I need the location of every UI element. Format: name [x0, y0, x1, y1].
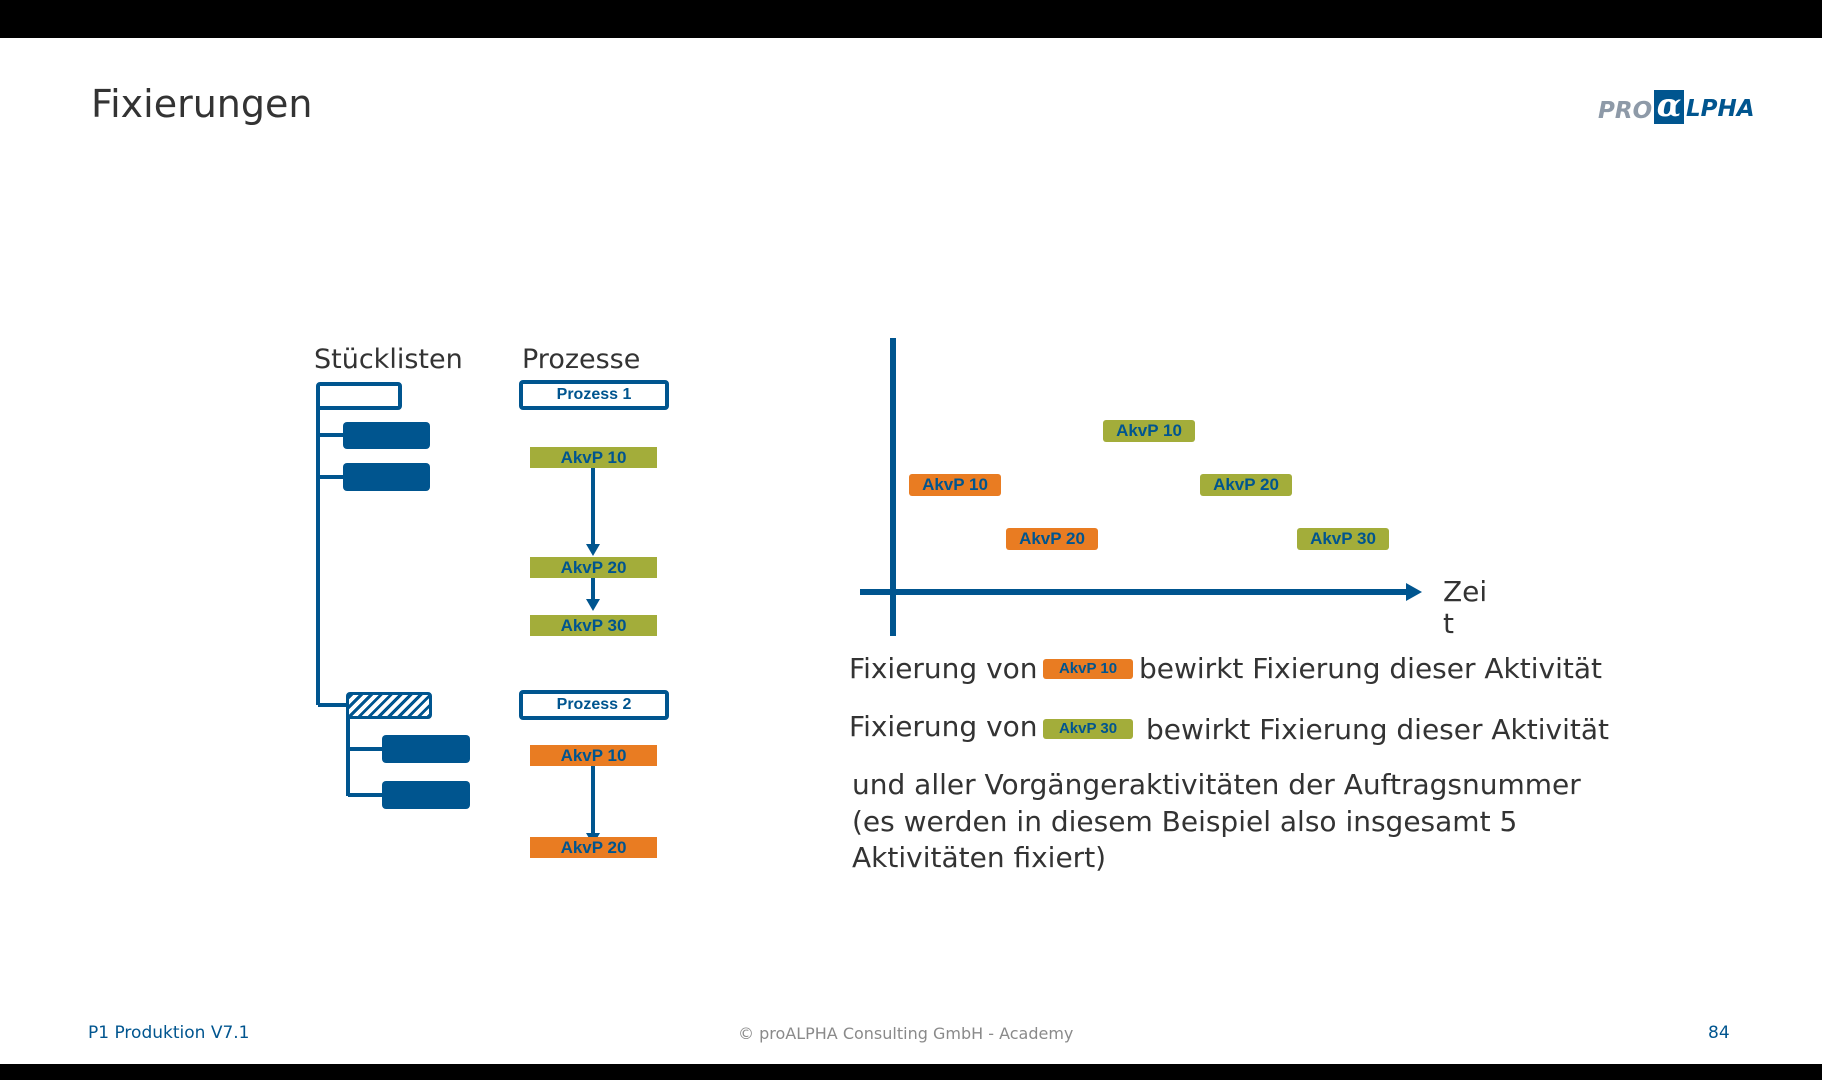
process2-activity-tag: AkvP 20 [530, 837, 657, 858]
explanation-tag-akvp10: AkvP 10 [1043, 659, 1133, 679]
explanation-line2-prefix: Fixierung von [849, 710, 1038, 743]
explanation-line1-prefix: Fixierung von [849, 652, 1038, 685]
timeline-axis-label-line2: t [1443, 607, 1454, 640]
timeline-activity-tag: AkvP 10 [909, 474, 1001, 496]
explanation-line4: (es werden in diesem Beispiel also insge… [852, 805, 1518, 838]
bom-component-node [382, 735, 470, 763]
page-title: Fixierungen [91, 82, 313, 126]
process2-box: Prozess 2 [519, 690, 669, 720]
process1-box: Prozess 1 [519, 380, 669, 410]
explanation-tag-akvp30: AkvP 30 [1043, 719, 1133, 739]
bom-component-node [382, 781, 470, 809]
footer-course-label: P1 Produktion V7.1 [88, 1023, 250, 1043]
process1-activity-tag: AkvP 20 [530, 557, 657, 578]
timeline-axis-label: Zei t [1443, 576, 1487, 640]
explanation-line2-suffix: bewirkt Fixierung dieser Aktivität [1146, 713, 1609, 746]
process1-activity-tag: AkvP 10 [530, 447, 657, 468]
explanation-line3: und aller Vorgängeraktivitäten der Auftr… [852, 768, 1581, 801]
prozesse-heading: Prozesse [522, 344, 641, 375]
logo-pha-text: LPHA [1686, 96, 1755, 122]
logo-alpha-icon: α [1654, 89, 1684, 124]
bom-component-node [343, 422, 430, 449]
timeline-activity-tag: AkvP 20 [1006, 528, 1098, 550]
explanation-line1-suffix: bewirkt Fixierung dieser Aktivität [1139, 652, 1602, 685]
page-number: 84 [1708, 1023, 1730, 1043]
bom-component-node [343, 463, 430, 491]
bom-tree-connectors [316, 338, 1422, 845]
process2-activity-tag: AkvP 10 [530, 745, 657, 766]
timeline-axis-label-line1: Zei [1443, 575, 1488, 608]
timeline-activity-tag: AkvP 10 [1103, 420, 1195, 442]
timeline-activity-tag: AkvP 20 [1200, 474, 1292, 496]
logo-pro-text: PRO [1598, 98, 1653, 124]
bom-assembly-node-hatched [346, 692, 432, 719]
arrow-head-icon [586, 599, 600, 611]
arrow-head-icon [586, 544, 600, 556]
footer-copyright: © proALPHA Consulting GmbH - Academy [738, 1024, 1074, 1043]
explanation-line5: Aktivitäten fixiert) [852, 841, 1107, 874]
slide: Fixierungen PRO α LPHA Stücklisten Proze… [0, 38, 1822, 1064]
timeline-arrow-head-icon [1406, 583, 1422, 601]
proalpha-logo: PRO α LPHA [1598, 89, 1755, 130]
process1-activity-tag: AkvP 30 [530, 615, 657, 636]
stuecklisten-heading: Stücklisten [314, 344, 463, 375]
timeline-activity-tag: AkvP 30 [1297, 528, 1389, 550]
bom-root-node [316, 382, 402, 410]
